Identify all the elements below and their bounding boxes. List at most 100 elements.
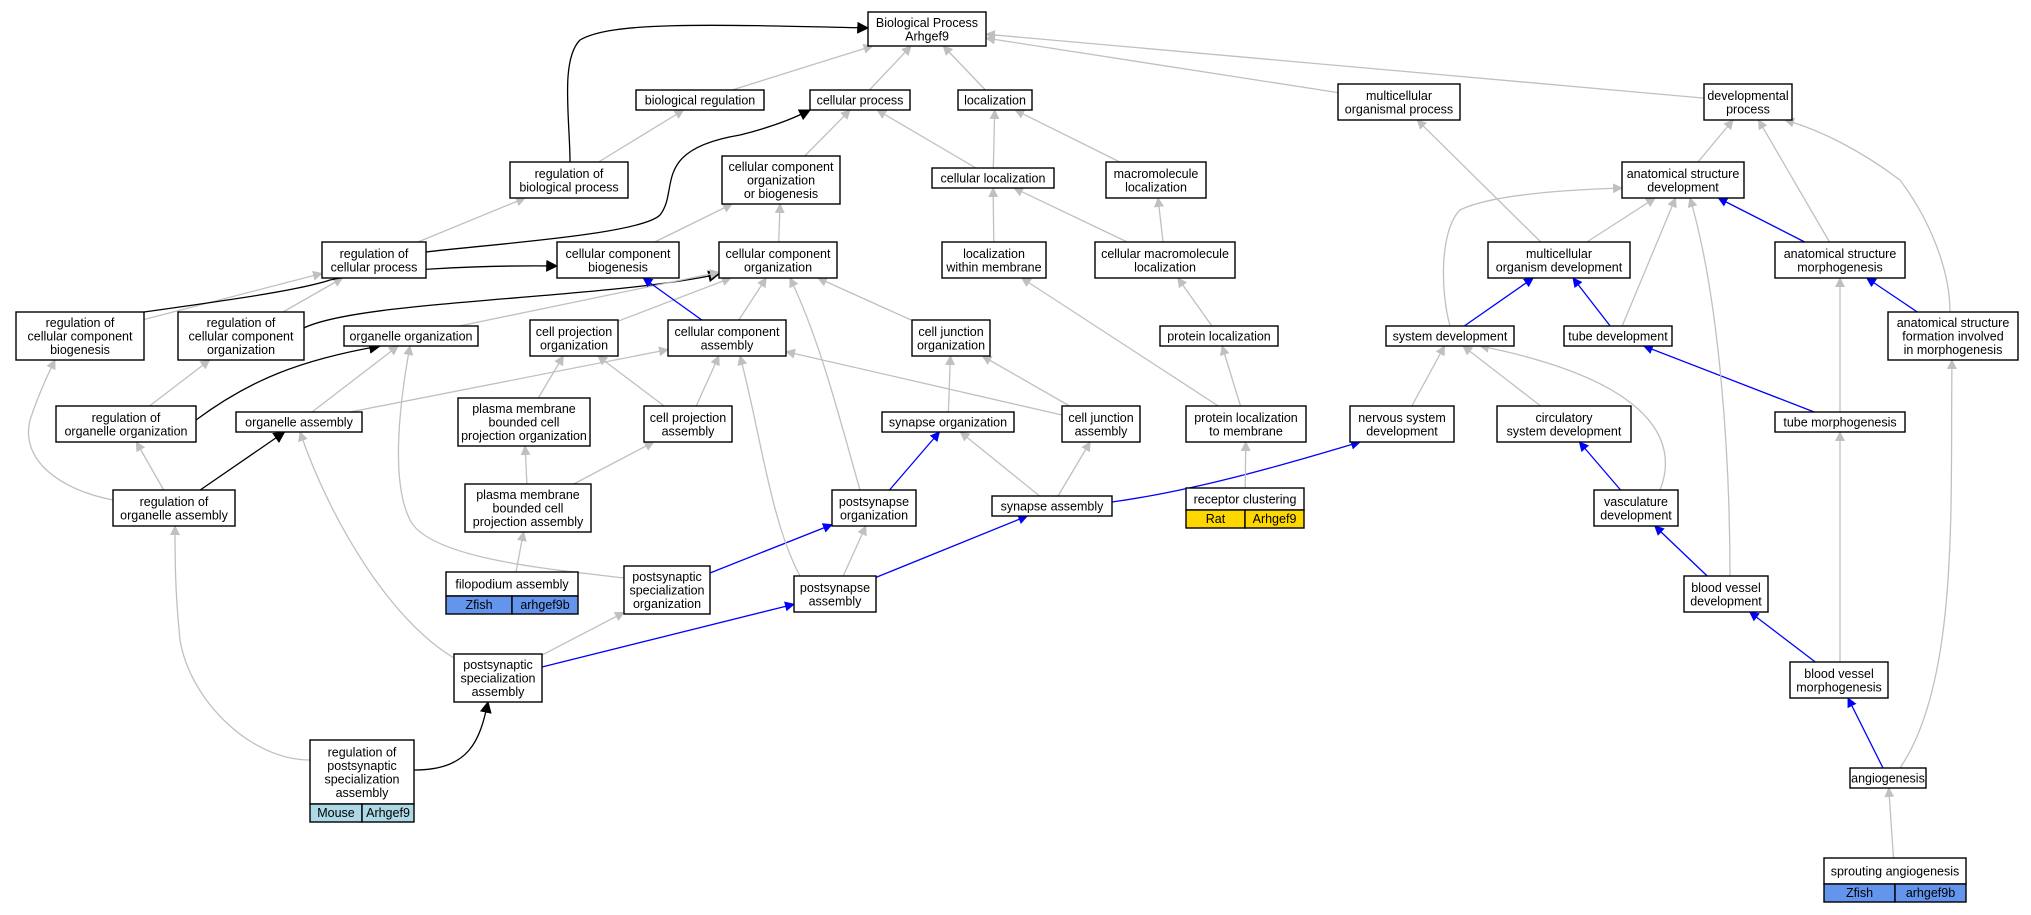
- term-box: [1774, 411, 1906, 433]
- term-label-line: assembly: [1075, 424, 1129, 438]
- term-label-line: cellular component: [729, 160, 834, 174]
- term-box: [1105, 161, 1207, 199]
- term-box: [529, 319, 619, 357]
- go-term-cellloc[interactable]: cellular localization: [931, 167, 1055, 189]
- go-term-orgasm[interactable]: organelle assembly: [235, 411, 363, 433]
- go-term-cellproc[interactable]: cellular process: [809, 89, 911, 111]
- go-term-synasm[interactable]: synapse assembly: [991, 495, 1113, 517]
- term-label-line: synapse organization: [889, 416, 1007, 430]
- term-label-line: postsynapse: [839, 495, 909, 509]
- go-term-tubedev[interactable]: tube development: [1563, 325, 1673, 347]
- term-label-line: process: [1726, 102, 1770, 116]
- species-label: Rat: [1206, 512, 1226, 526]
- term-label-line: nervous system: [1358, 411, 1446, 425]
- edge-is_a-mod-to-asd: [1586, 197, 1656, 243]
- go-term-orgorg[interactable]: organelle organization: [343, 325, 479, 347]
- term-label-line: Arhgef9: [905, 29, 949, 43]
- go-term-angio[interactable]: angiogenesis: [1849, 767, 1927, 789]
- term-label-line: organization: [744, 260, 812, 274]
- term-label-line: assembly: [701, 338, 755, 352]
- edge-regulates-regccb-to-ccbio: [143, 259, 559, 313]
- term-label-line: within membrane: [945, 260, 1041, 274]
- go-term-synorg[interactable]: synapse organization: [881, 411, 1015, 433]
- term-box: [718, 241, 838, 279]
- term-label-line: cellular component: [675, 325, 780, 339]
- term-label-line: biogenesis: [588, 260, 648, 274]
- term-label-line: localization: [1125, 180, 1187, 194]
- term-box: [957, 89, 1033, 111]
- go-term-tubemorph[interactable]: tube morphogenesis: [1774, 411, 1906, 433]
- edge-is_a-cpa-to-cca: [695, 355, 720, 407]
- gene-label: Arhgef9: [366, 806, 410, 820]
- go-term-protloc[interactable]: protein localization: [1159, 325, 1279, 347]
- term-label-line: projection organization: [461, 429, 587, 443]
- go-term-sysdev[interactable]: system development: [1385, 325, 1515, 347]
- edge-part_of-psasm-to-synasm: [875, 514, 1029, 579]
- edge-part_of-vascdev-to-csd: [1578, 441, 1622, 491]
- edge-part_of-sysdev-to-mod: [1463, 277, 1535, 327]
- gene-cell: [1244, 509, 1305, 529]
- term-label-line: postsynaptic: [463, 658, 532, 672]
- term-box: [1061, 405, 1141, 443]
- term-box: [1849, 767, 1927, 789]
- term-box: [809, 89, 911, 111]
- term-label-line: cellular process: [817, 94, 904, 108]
- term-label-line: regulation of: [328, 745, 397, 759]
- term-box: [1159, 325, 1279, 347]
- edge-is_a-protloc-to-cmacroloc: [1177, 277, 1213, 327]
- term-box: [911, 319, 991, 357]
- term-label-line: cell projection: [650, 411, 726, 425]
- term-box: [721, 155, 841, 205]
- term-label-line: organism development: [1496, 260, 1623, 274]
- go-term-regpssa[interactable]: regulation ofpostsynapticspecializationa…: [309, 739, 415, 823]
- term-label-line: development: [1600, 508, 1672, 522]
- edge-is_a-rclust-to-protlocmem: [1240, 441, 1251, 489]
- go-term-bioreg[interactable]: biological regulation: [635, 89, 765, 111]
- term-label-line: biological process: [519, 180, 618, 194]
- go-term-loc[interactable]: localization: [957, 89, 1033, 111]
- term-label-line: development: [1647, 180, 1719, 194]
- term-box: [667, 319, 787, 357]
- term-label-line: morphogenesis: [1796, 680, 1881, 694]
